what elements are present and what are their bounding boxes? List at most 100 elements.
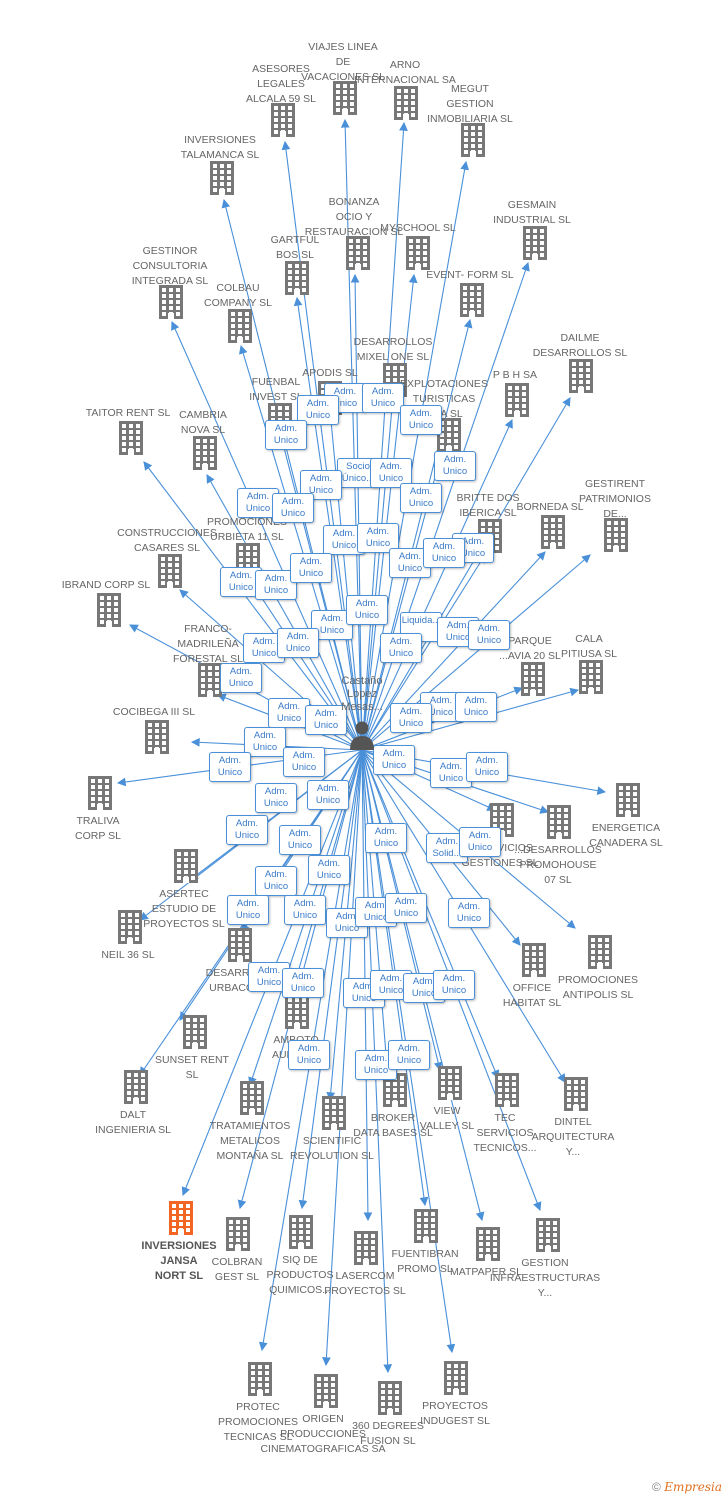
center-person[interactable]: Castaño Lopez Mesas... bbox=[332, 675, 392, 750]
relation-badge[interactable]: Adm.Unico bbox=[288, 1040, 330, 1070]
company-building[interactable] bbox=[493, 1073, 521, 1107]
relation-badge[interactable]: Adm.Unico bbox=[346, 595, 388, 625]
company-building[interactable] bbox=[117, 421, 145, 455]
relation-badge[interactable]: Adm.Unico bbox=[308, 855, 350, 885]
company-node[interactable]: NEIL 36 SL bbox=[63, 947, 193, 962]
company-building[interactable] bbox=[196, 663, 224, 697]
company-building[interactable] bbox=[95, 593, 123, 627]
company-building[interactable] bbox=[577, 660, 605, 694]
relation-badge[interactable]: Adm.Unico bbox=[279, 825, 321, 855]
relation-badge[interactable]: Adm.Unico bbox=[430, 758, 472, 788]
company-node[interactable]: P B H SA bbox=[450, 367, 580, 382]
company-node[interactable]: TAITOR RENT SL bbox=[63, 405, 193, 420]
company-node[interactable]: BORNEDA SL bbox=[485, 499, 615, 514]
company-node[interactable]: EVENT- FORM SL bbox=[405, 267, 535, 282]
relation-badge[interactable]: Adm.Unico bbox=[272, 493, 314, 523]
relation-badge[interactable]: Adm.Unico bbox=[244, 727, 286, 757]
company-building[interactable] bbox=[312, 1374, 340, 1408]
relation-badge[interactable]: Adm.Unico bbox=[284, 895, 326, 925]
company-building[interactable] bbox=[238, 1081, 266, 1115]
company-building[interactable] bbox=[503, 383, 531, 417]
relation-badge[interactable]: Adm.Unico bbox=[255, 866, 297, 896]
relation-badge[interactable]: Adm.Unico bbox=[468, 620, 510, 650]
company-building[interactable] bbox=[143, 720, 171, 754]
relation-badge[interactable]: Adm.Unico bbox=[277, 628, 319, 658]
relation-badge[interactable]: Adm.Unico bbox=[227, 895, 269, 925]
company-building[interactable] bbox=[157, 285, 185, 319]
relation-badge[interactable]: Adm.Unico bbox=[305, 705, 347, 735]
company-node[interactable]: MATPAPER SL bbox=[421, 1264, 551, 1279]
relation-badge[interactable]: Adm.Unico bbox=[268, 698, 310, 728]
company-building[interactable] bbox=[283, 261, 311, 295]
company-building[interactable] bbox=[352, 1231, 380, 1265]
company-building[interactable] bbox=[191, 436, 219, 470]
company-building[interactable] bbox=[458, 283, 486, 317]
company-building[interactable] bbox=[156, 554, 184, 588]
company-node[interactable]: APODIS SL bbox=[265, 365, 395, 380]
company-building[interactable] bbox=[586, 935, 614, 969]
company-building[interactable] bbox=[287, 1215, 315, 1249]
company-building[interactable] bbox=[208, 161, 236, 195]
relation-badge[interactable]: Adm.Unico bbox=[448, 898, 490, 928]
company-building[interactable] bbox=[283, 995, 311, 1029]
company-building[interactable] bbox=[224, 1217, 252, 1251]
company-node[interactable]: IBRAND CORP SL bbox=[41, 577, 171, 592]
relation-badge[interactable]: Adm.Unico bbox=[373, 745, 415, 775]
company-building[interactable] bbox=[376, 1381, 404, 1415]
relation-badge[interactable]: Adm.Unico bbox=[365, 823, 407, 853]
relation-badge[interactable]: Adm.Unico bbox=[220, 663, 262, 693]
relation-badge[interactable]: Adm.Unico bbox=[400, 405, 442, 435]
relation-badge[interactable]: Adm.Unico bbox=[388, 1040, 430, 1070]
company-building[interactable] bbox=[344, 236, 372, 270]
company-building[interactable] bbox=[246, 1362, 274, 1396]
company-building[interactable] bbox=[226, 928, 254, 962]
company-building[interactable] bbox=[474, 1227, 502, 1261]
company-node[interactable]: PARQUE...AVIA 20 SL bbox=[465, 633, 595, 663]
company-building[interactable] bbox=[167, 1201, 195, 1235]
company-building[interactable] bbox=[269, 103, 297, 137]
relation-badge[interactable]: Adm.Unico bbox=[423, 538, 465, 568]
relation-badge[interactable]: Adm.Unico bbox=[362, 383, 404, 413]
company-node[interactable]: MYSCHOOL SL bbox=[353, 220, 483, 235]
company-building[interactable] bbox=[86, 776, 114, 810]
company-building[interactable] bbox=[534, 1218, 562, 1252]
company-building[interactable] bbox=[602, 518, 630, 552]
company-building[interactable] bbox=[412, 1209, 440, 1243]
relation-badge[interactable]: Adm.Unico bbox=[265, 420, 307, 450]
company-building[interactable] bbox=[320, 1096, 348, 1130]
company-building[interactable] bbox=[442, 1361, 470, 1395]
company-building[interactable] bbox=[116, 910, 144, 944]
relation-badge[interactable]: Adm.Unico bbox=[434, 451, 476, 481]
company-building[interactable] bbox=[331, 81, 359, 115]
relation-badge[interactable]: Adm.Unico bbox=[255, 570, 297, 600]
company-node[interactable]: COCIBEGA III SL bbox=[89, 704, 219, 719]
relation-badge[interactable]: Adm.Unico bbox=[282, 968, 324, 998]
